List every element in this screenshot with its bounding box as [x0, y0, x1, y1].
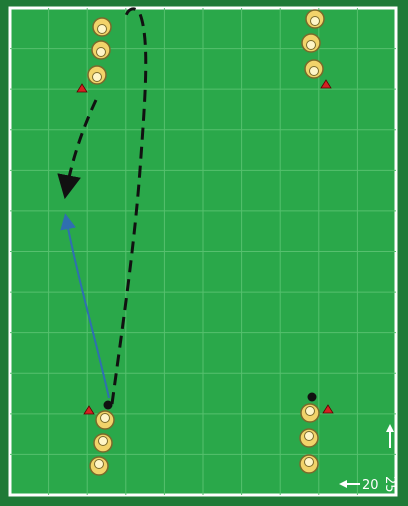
player: [96, 411, 114, 429]
player: [300, 429, 318, 447]
player: [301, 404, 319, 422]
player: [92, 41, 110, 59]
player: [306, 10, 324, 28]
width-label: 20: [362, 478, 379, 493]
player: [90, 457, 108, 475]
length-label: 25: [382, 476, 397, 493]
player-group-bottom-right: [300, 404, 319, 473]
player: [94, 434, 112, 452]
player: [302, 34, 320, 52]
player: [305, 60, 323, 78]
ball: [308, 393, 317, 402]
player: [93, 18, 111, 36]
player: [88, 66, 106, 84]
ball: [104, 401, 113, 410]
player: [300, 455, 318, 473]
